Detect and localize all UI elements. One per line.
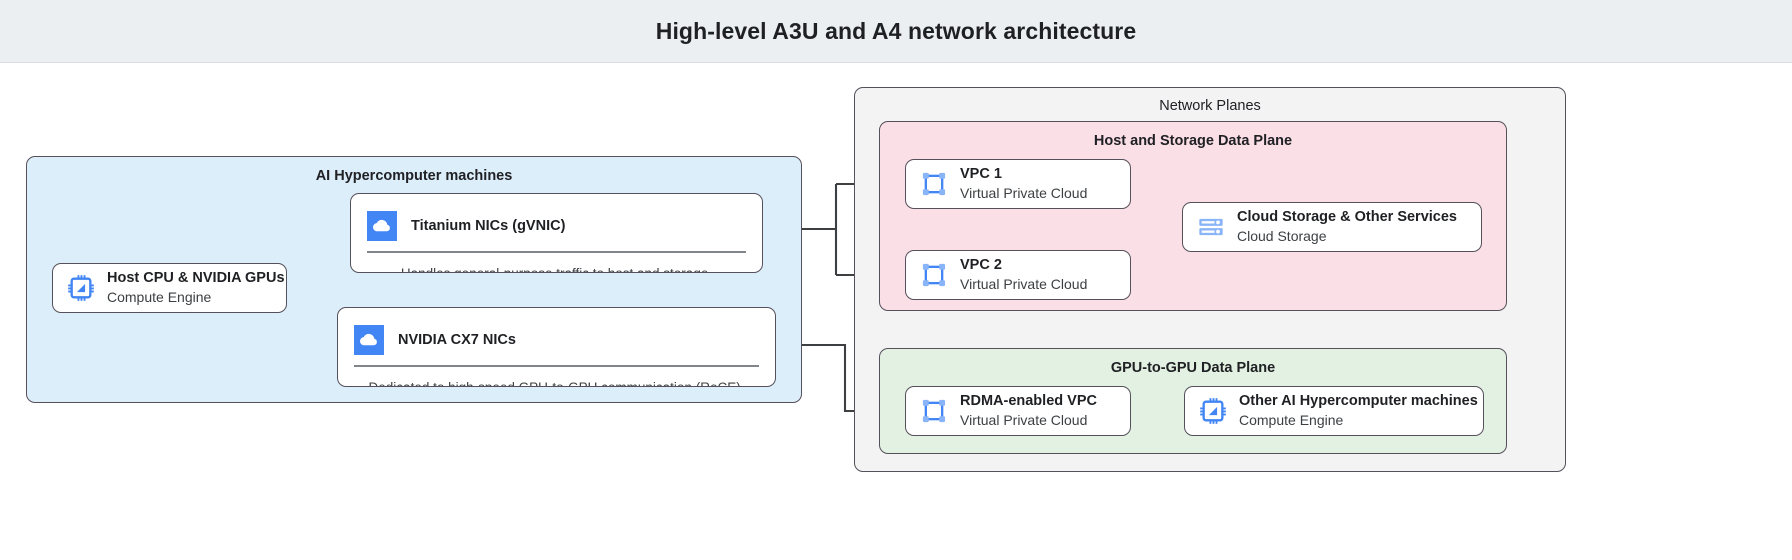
card-titanium-nics[interactable]: Titanium NICs (gVNIC) Handles general-pu… [350, 193, 763, 273]
vpc-icon [922, 172, 946, 196]
node-host-cpu-subtitle: Compute Engine [107, 289, 212, 306]
group-title-machines: AI Hypercomputer machines [315, 168, 513, 184]
card-cx7-title: NVIDIA CX7 NICs [398, 332, 516, 348]
node-other-machines-subtitle: Compute Engine [1239, 412, 1344, 429]
node-host-cpu-title: Host CPU & NVIDIA GPUs [107, 270, 285, 287]
card-titanium-header: Titanium NICs (gVNIC) [351, 194, 762, 246]
group-title-host-storage-plane: Host and Storage Data Plane [1093, 133, 1293, 149]
node-host-cpu[interactable]: Host CPU & NVIDIA GPUs Compute Engine [52, 263, 287, 313]
node-vpc-1-subtitle: Virtual Private Cloud [960, 185, 1088, 202]
node-rdma-vpc-subtitle: Virtual Private Cloud [960, 412, 1088, 429]
cloud-icon [354, 325, 384, 355]
page-title: High-level A3U and A4 network architectu… [655, 17, 1137, 44]
card-titanium-divider [367, 251, 746, 253]
node-cloud-storage-title: Cloud Storage & Other Services [1237, 209, 1457, 226]
node-cloud-storage[interactable]: Cloud Storage & Other Services Cloud Sto… [1182, 202, 1482, 252]
card-nvidia-cx7-nics[interactable]: NVIDIA CX7 NICs Dedicated to high-speed … [337, 307, 776, 387]
card-cx7-divider [354, 365, 759, 367]
card-cx7-caption: Dedicated to high-speed GPU-to-GPU commu… [338, 367, 775, 386]
cloud-icon [367, 211, 397, 241]
card-titanium-caption: Handles general-purpose traffic to host … [351, 253, 762, 272]
node-cloud-storage-subtitle: Cloud Storage [1237, 228, 1327, 245]
vpc-icon [922, 399, 946, 423]
header-bar: High-level A3U and A4 network architectu… [0, 0, 1792, 63]
node-vpc-1-title: VPC 1 [960, 166, 1002, 183]
node-other-machines-title: Other AI Hypercomputer machines [1239, 393, 1478, 410]
node-rdma-vpc-title: RDMA-enabled VPC [960, 393, 1097, 410]
card-titanium-title: Titanium NICs (gVNIC) [411, 218, 566, 234]
card-cx7-header: NVIDIA CX7 NICs [338, 308, 775, 360]
node-rdma-enabled-vpc[interactable]: RDMA-enabled VPC Virtual Private Cloud [905, 386, 1131, 436]
node-vpc-2-title: VPC 2 [960, 257, 1002, 274]
cpu-chip-icon [1200, 398, 1226, 424]
node-vpc-2[interactable]: VPC 2 Virtual Private Cloud [905, 250, 1131, 300]
node-vpc-2-subtitle: Virtual Private Cloud [960, 276, 1088, 293]
node-vpc-1[interactable]: VPC 1 Virtual Private Cloud [905, 159, 1131, 209]
cpu-chip-icon [68, 275, 94, 301]
vpc-icon [922, 263, 946, 287]
group-title-gpu-plane: GPU-to-GPU Data Plane [1110, 360, 1276, 376]
group-title-network-planes: Network Planes [1159, 98, 1261, 114]
node-other-ai-hypercomputer-machines[interactable]: Other AI Hypercomputer machines Compute … [1184, 386, 1484, 436]
storage-icon [1199, 218, 1223, 236]
